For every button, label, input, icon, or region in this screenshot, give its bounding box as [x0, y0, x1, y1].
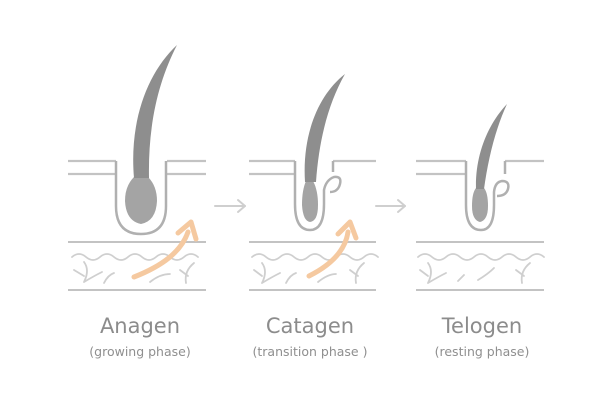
- skin-surface-lines: [68, 159, 206, 176]
- skin-surface-lines: [416, 159, 544, 176]
- connective-tissue: [417, 253, 545, 284]
- hair-strand: [304, 74, 345, 182]
- hair-follicle-icon: [293, 74, 345, 232]
- dermis-lines: [416, 241, 544, 291]
- right-arrow-icon: [375, 199, 406, 213]
- anagen-illustration: [68, 45, 206, 291]
- dermis-lines: [249, 241, 376, 291]
- growth-arrow-icon: [131, 219, 199, 280]
- phase-description-telogen: (resting phase): [435, 344, 530, 359]
- hair-follicle-icon: [114, 45, 177, 236]
- telogen-illustration: [416, 104, 545, 291]
- phase-description-catagen: (transition phase ): [253, 344, 368, 359]
- hair-follicle-icon: [464, 104, 510, 232]
- connective-tissue: [251, 253, 379, 284]
- connective-tissue: [71, 253, 199, 284]
- hair-strand: [133, 45, 177, 178]
- growth-arrow-icon: [306, 219, 359, 279]
- phase-name-catagen: Catagen: [266, 314, 354, 338]
- phase-name-anagen: Anagen: [100, 314, 180, 338]
- catagen-illustration: [249, 74, 379, 291]
- phase-name-telogen: Telogen: [441, 314, 522, 338]
- skin-surface-lines: [249, 159, 376, 176]
- phase-description-anagen: (growing phase): [89, 344, 190, 359]
- right-arrow-icon: [214, 199, 246, 213]
- hair-strand: [475, 104, 507, 189]
